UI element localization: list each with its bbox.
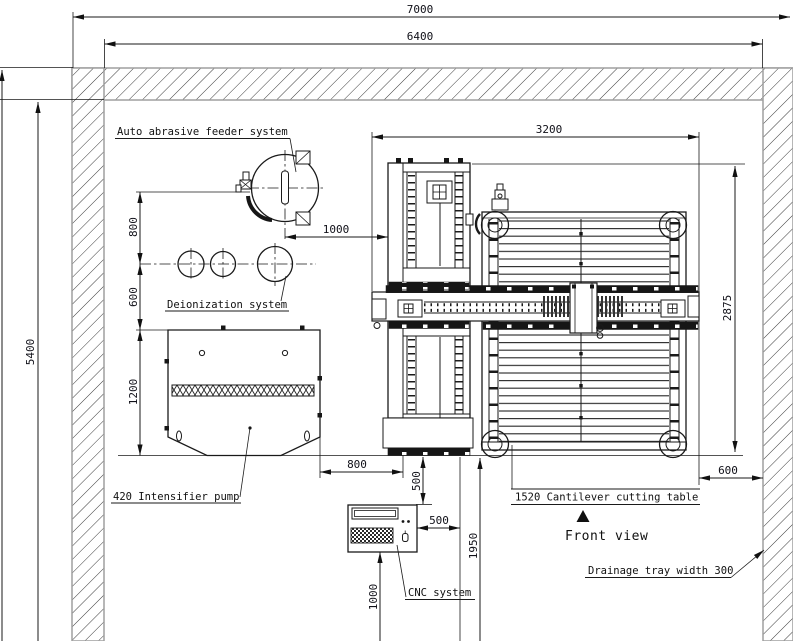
beam-left-end-cap <box>371 298 387 329</box>
label-pump: 420 Intensifier pump <box>111 426 252 504</box>
beam-right-end-cap <box>687 295 700 318</box>
label-deionization: Deionization system <box>165 275 289 312</box>
dim-1000-feeder: 1000 <box>323 223 350 236</box>
abrasive-feeder-tank <box>235 150 323 240</box>
dim-7000: 7000 <box>407 3 434 16</box>
dimension-cnc-1000: 1000 <box>367 552 383 641</box>
dim-500-horizontal: 500 <box>429 514 449 527</box>
drainage-label: Drainage tray width 300 <box>588 565 733 577</box>
dim-800-left: 800 <box>127 217 140 237</box>
front-view-triangle-icon <box>576 510 590 522</box>
cutting-table-label: 1520 Cantilever cutting table <box>515 492 698 504</box>
wall-right <box>762 67 793 641</box>
cnc-mouse-icon <box>402 530 409 542</box>
cnc-keyboard <box>350 527 394 544</box>
dimension-overall-7000: 7000 <box>0 3 790 68</box>
dim-2875: 2875 <box>721 295 734 322</box>
dimension-pump-1200: 1200 <box>127 329 170 456</box>
pump-bolts <box>164 325 322 431</box>
label-cnc: CNC system <box>396 544 475 600</box>
deionization-tanks <box>140 243 316 286</box>
dimension-cnc-500-horizontal: 500 <box>417 457 461 641</box>
dimension-1950: 1950 <box>467 458 483 641</box>
dim-600-right: 600 <box>718 464 738 477</box>
label-drainage: Drainage tray width 300 <box>585 549 765 578</box>
wall-left <box>71 67 105 641</box>
label-feeder: Auto abrasive feeder system <box>115 126 297 173</box>
table-center-bolts <box>579 232 583 420</box>
beam-left-block <box>397 299 423 318</box>
dimension-deion-600: 600 <box>127 264 143 330</box>
intensifier-pump <box>164 325 322 457</box>
tower-rails <box>406 172 464 414</box>
tower-top-bolts <box>396 158 463 163</box>
dim-3200: 3200 <box>536 123 563 136</box>
cantilever-stand <box>382 158 474 456</box>
dim-1200: 1200 <box>127 379 140 406</box>
dimension-room-5400: 5400 <box>0 70 104 641</box>
cnc-console <box>347 504 418 553</box>
feeder-label: Auto abrasive feeder system <box>117 126 288 138</box>
tower-base-boltrow <box>387 447 471 456</box>
dimension-pump-gap-800: 800 <box>319 437 404 478</box>
dim-6400: 6400 <box>407 30 434 43</box>
dim-5400: 5400 <box>24 339 37 366</box>
dim-600-left: 600 <box>127 287 140 307</box>
tank-bracket-se <box>295 211 311 226</box>
wall-top <box>71 67 793 101</box>
deionization-label: Deionization system <box>167 299 287 311</box>
dimension-feeder-1000: 1000 <box>285 223 388 240</box>
table-corner-wheel <box>480 210 688 459</box>
dimension-wall-600: 600 <box>699 464 763 481</box>
dim-1950: 1950 <box>467 533 480 560</box>
cnc-screen-slot <box>351 507 399 520</box>
dimension-feeder-800: 800 <box>127 191 250 264</box>
dimension-cnc-500-vertical: 500 <box>410 457 432 505</box>
tank-hose-arc <box>246 195 273 222</box>
dim-1000-cnc: 1000 <box>367 584 380 611</box>
dimension-inner-6400: 6400 <box>104 30 763 68</box>
dim-500-vertical: 500 <box>410 471 423 491</box>
tank-bracket-ne <box>295 150 311 165</box>
pump-label: 420 Intensifier pump <box>113 491 239 503</box>
table-hose-fitting <box>474 183 509 235</box>
tank-valve <box>235 171 252 193</box>
tower-side-tab <box>465 213 474 226</box>
beam-carriage <box>569 282 604 339</box>
front-view-label: Front view <box>565 529 648 544</box>
front-view-marker: Front view <box>565 510 648 544</box>
cutting-head <box>596 324 604 332</box>
dimension-beam-3200: 3200 <box>371 123 700 485</box>
dimension-depth-2875: 2875 <box>472 163 745 452</box>
tower-top-carriage <box>426 180 453 204</box>
beam-right-block <box>660 299 686 318</box>
dim-800-bottom: 800 <box>347 458 367 471</box>
label-cutting-table: 1520 Cantilever cutting table <box>511 445 700 505</box>
cnc-label: CNC system <box>408 587 471 599</box>
cantilever-beam <box>371 281 700 339</box>
room-walls <box>71 67 793 641</box>
tower-base <box>382 417 474 449</box>
